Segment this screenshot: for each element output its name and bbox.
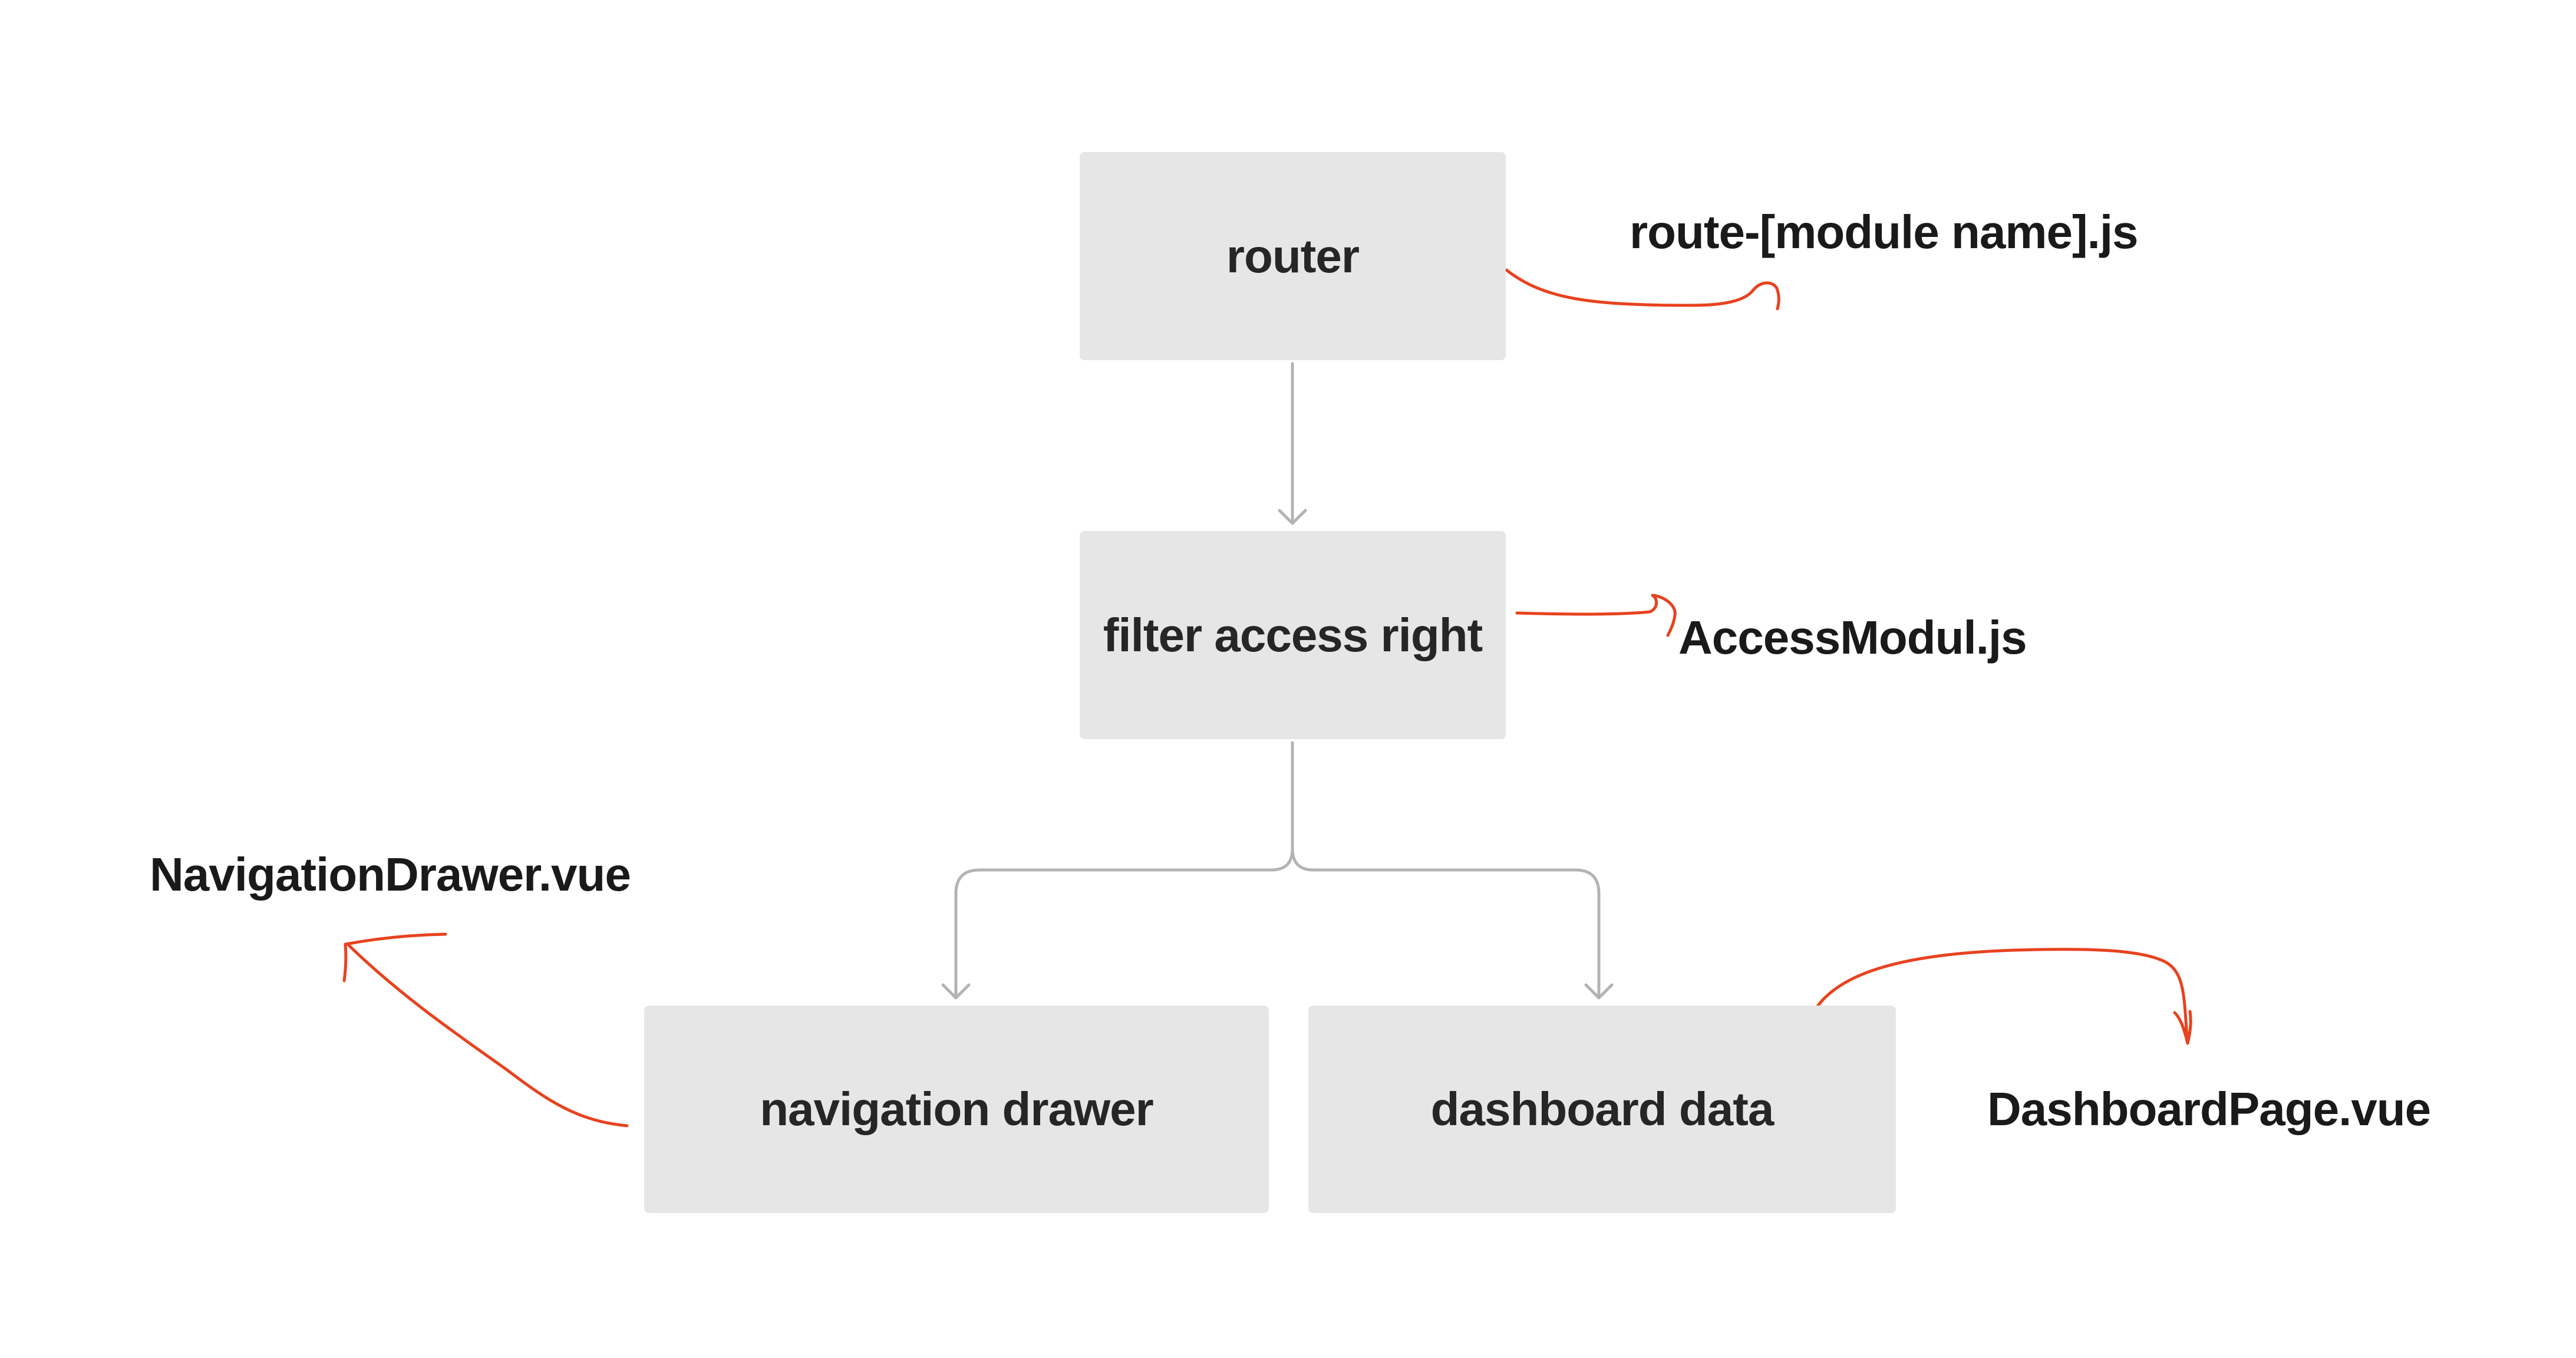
arrowhead-filter xyxy=(1278,509,1307,525)
annotation-arrow-router xyxy=(1505,268,1780,311)
node-filter-access-right: filter access right xyxy=(1080,531,1506,739)
file-label-filter: AccessModul.js xyxy=(1678,611,2027,664)
file-label-navigation: NavigationDrawer.vue xyxy=(150,848,631,901)
arrowhead-dashboard xyxy=(1584,983,1614,1000)
node-dashboard-data: dashboard data xyxy=(1308,1006,1896,1213)
connector-filter-to-children xyxy=(954,741,1294,1000)
annotation-arrow-dashboard xyxy=(1812,948,2192,1045)
file-label-dashboard: DashboardPage.vue xyxy=(1987,1083,2431,1135)
node-navigation-drawer: navigation drawer xyxy=(644,1006,1269,1213)
connector-filter-to-dashboard xyxy=(1291,847,1601,1000)
node-router: router xyxy=(1080,152,1506,360)
arrowhead-navigation xyxy=(941,983,971,1000)
file-label-router: route-[module name].js xyxy=(1630,206,2139,258)
annotation-arrow-navigation xyxy=(342,932,629,1128)
annotation-arrow-filter xyxy=(1515,594,1677,637)
